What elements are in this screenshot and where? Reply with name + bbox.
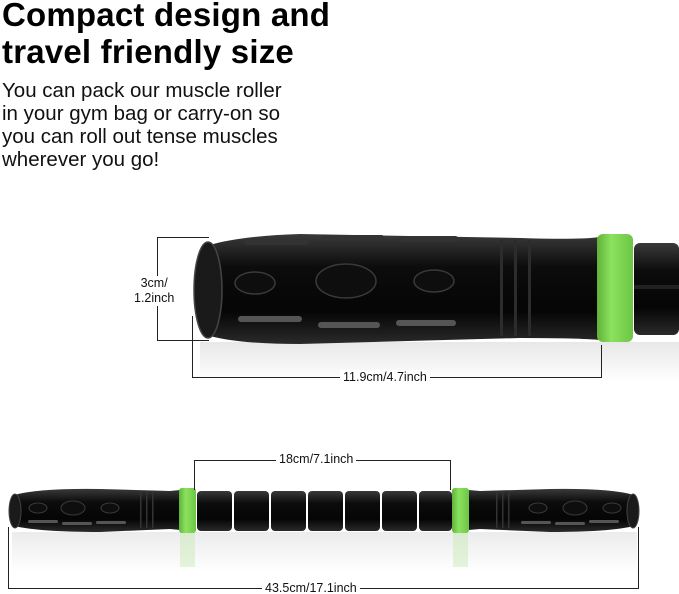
headline-line-1: Compact design and — [2, 0, 331, 33]
handle-length-line-left — [192, 316, 193, 378]
handle-length-line-right — [601, 345, 602, 378]
description-line-1: You can pack our muscle roller — [2, 79, 282, 102]
description: You can pack our muscle roller in your g… — [2, 79, 282, 171]
diameter-label: 3cm/ 1.2inch — [131, 276, 178, 306]
diameter-line-bottom — [157, 340, 209, 341]
description-line-3: you can roll out tense muscles — [2, 125, 278, 148]
headline: Compact design and travel friendly size — [2, 0, 330, 70]
handle-length-label: 11.9cm/4.7inch — [340, 370, 430, 384]
diameter-line-top — [157, 237, 209, 238]
total-length-label: 43.5cm/17.1inch — [262, 581, 360, 594]
total-length-line-left — [8, 527, 9, 589]
roller-length-label: 18cm/7.1inch — [276, 452, 357, 466]
description-line-2: in your gym bag or carry-on so — [2, 102, 281, 125]
roller-length-line-right — [450, 460, 451, 490]
roller-length-line-left — [194, 460, 195, 490]
total-length-line-right — [638, 527, 639, 589]
description-line-4: wherever you go! — [2, 148, 160, 171]
headline-line-2: travel friendly size — [2, 33, 294, 70]
